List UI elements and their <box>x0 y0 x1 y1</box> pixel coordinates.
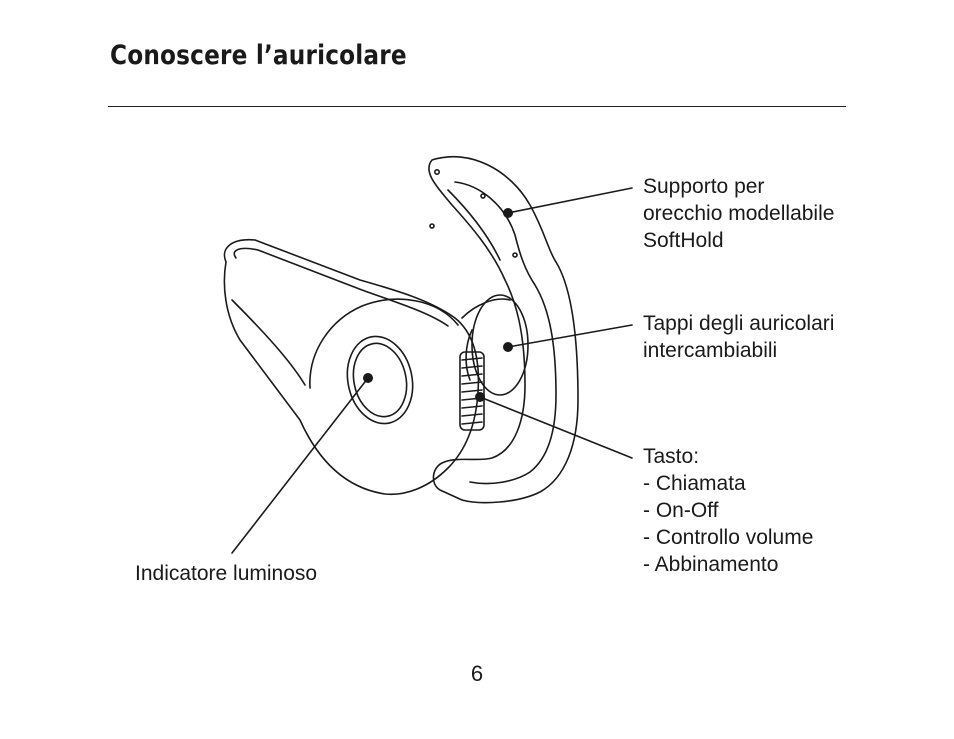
indicator-light <box>346 335 414 425</box>
ear-tip <box>471 294 529 396</box>
multi-function-button <box>459 351 485 431</box>
callout-button: Tasto: - Chiamata - On-Off - Controllo v… <box>643 443 813 578</box>
headset-body <box>223 238 480 496</box>
leader-dot-button <box>475 392 485 402</box>
callout-button-line-1: Tasto: <box>643 445 700 468</box>
leader-dot-ear-hook <box>503 208 513 218</box>
leader-indicator <box>231 377 369 554</box>
callout-button-line-3: - On-Off <box>643 499 719 522</box>
callout-ear-hook-line-3: SoftHold <box>643 229 724 252</box>
leader-button <box>479 396 633 459</box>
ear-hook-outline <box>428 155 579 504</box>
title-divider <box>108 106 846 107</box>
page-number: 6 <box>470 661 484 686</box>
callout-ear-hook: Supporto per orecchio modellabile SoftHo… <box>643 173 834 254</box>
callout-button-line-4: - Controllo volume <box>643 526 814 549</box>
callout-ear-tips: Tappi degli auricolari intercambiabili <box>643 310 834 364</box>
leader-dot-ear-tips <box>503 342 513 352</box>
callout-ear-tips-line-1: Tappi degli auricolari <box>643 312 835 335</box>
leader-dot-indicator <box>363 373 373 383</box>
callout-button-line-2: - Chiamata <box>643 472 746 495</box>
callout-indicator-line: Indicatore luminoso <box>135 562 318 585</box>
callout-ear-hook-line-1: Supporto per <box>643 175 765 198</box>
callout-button-line-5: - Abbinamento <box>643 553 779 576</box>
leader-ear-tips <box>507 324 633 348</box>
callout-ear-hook-line-2: orecchio modellabile <box>643 202 835 225</box>
callout-indicator: Indicatore luminoso <box>135 560 317 587</box>
page-title: Conoscere l’auricolare <box>110 40 407 71</box>
callout-ear-tips-line-2: intercambiabili <box>643 339 778 362</box>
leader-ear-hook <box>507 187 633 214</box>
